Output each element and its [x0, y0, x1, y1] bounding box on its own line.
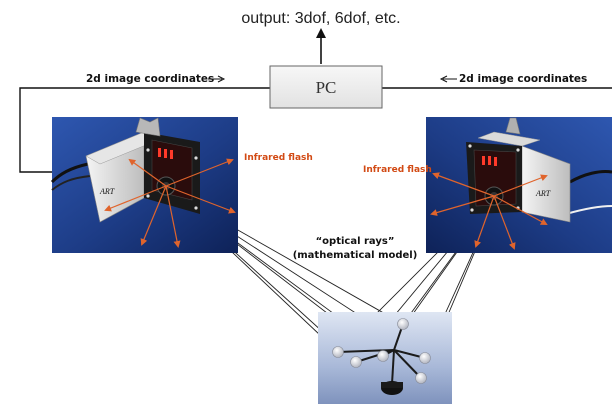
pc-label: PC — [316, 78, 337, 97]
right-infrared-arrows — [430, 172, 548, 250]
marker-balls — [332, 318, 431, 384]
rays-label-line1: “optical rays” — [316, 236, 395, 247]
connection-lines — [19, 87, 612, 173]
left-camera-photo: ART — [50, 117, 238, 253]
output-label: output: 3dof, 6dof, etc. — [241, 10, 400, 27]
right-camera-brand: ART — [535, 189, 551, 198]
arrow-up-icon — [316, 28, 326, 64]
right-camera-photo: ART — [426, 117, 612, 253]
left-camera-brand: ART — [99, 187, 115, 196]
left-coord-label: 2d image coordinates — [86, 73, 214, 85]
left-flash-label: Infrared flash — [244, 153, 313, 163]
rays-label-line2: (mathematical model) — [293, 250, 418, 261]
arrow-right-icon — [208, 75, 226, 83]
pc-box: PC — [269, 65, 383, 109]
left-infrared-arrows — [104, 158, 236, 248]
target-photo — [318, 312, 452, 404]
right-coord-label: 2d image coordinates — [459, 73, 587, 85]
right-flash-label: Infrared flash — [363, 165, 432, 175]
arrow-left-icon — [439, 75, 457, 83]
